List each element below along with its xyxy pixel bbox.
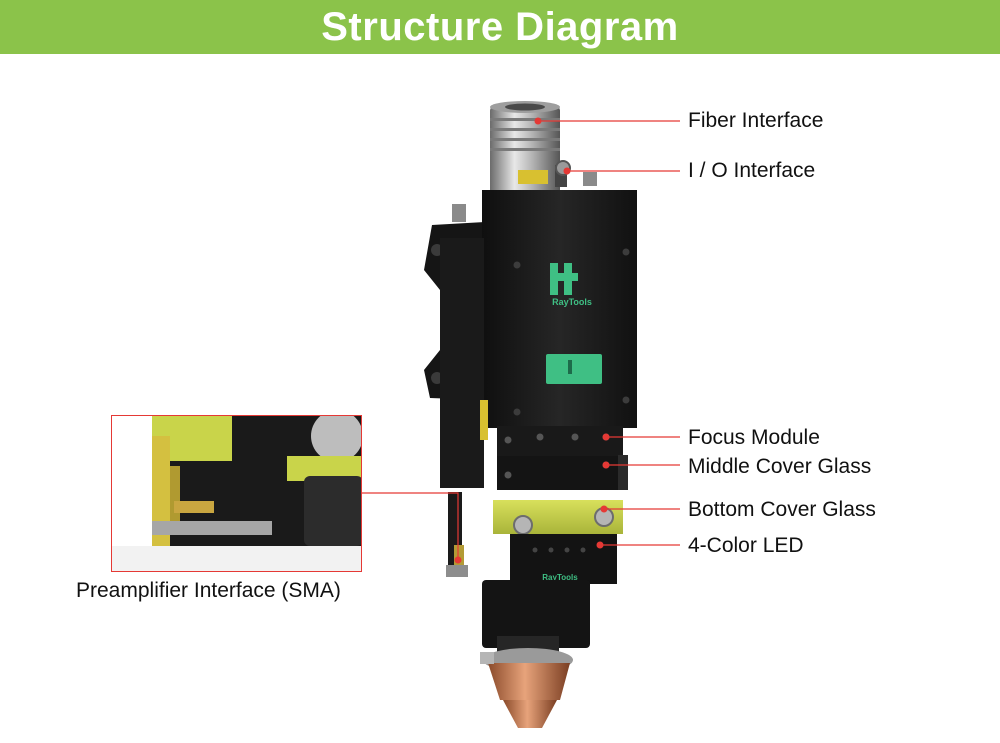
sma-connector: [446, 492, 468, 577]
label-4-color-led: 4-Color LED: [688, 534, 804, 557]
nozzle-body: [480, 580, 590, 728]
logo-text: RayTools: [552, 297, 592, 307]
preamplifier-inset: [111, 415, 362, 572]
label-io-interface: I / O Interface: [688, 159, 816, 182]
label-middle-cover-glass: Middle Cover Glass: [688, 455, 872, 478]
label-bottom-cover-glass: Bottom Cover Glass: [688, 498, 876, 521]
label-focus-module: Focus Module: [688, 426, 820, 449]
leader-lines: [362, 117, 680, 564]
raytools-logo: RayTools: [550, 263, 592, 307]
page-title: Structure Diagram: [321, 4, 679, 49]
status-window: [546, 354, 602, 384]
inset-illustration: [112, 416, 361, 571]
bottom-logo-text: RayTools: [542, 573, 578, 582]
upper-block: [440, 190, 637, 488]
led-panel: RayTools: [510, 534, 617, 584]
label-fiber-interface: Fiber Interface: [688, 109, 824, 132]
focus-module-block: [497, 426, 628, 490]
leader-preamplifier: [362, 492, 459, 560]
title-banner: Structure Diagram: [0, 0, 1000, 54]
label-preamplifier-interface: Preamplifier Interface (SMA): [76, 579, 341, 602]
fiber-connector: [490, 101, 560, 197]
bottom-cover-glass-drawer: [493, 500, 623, 535]
